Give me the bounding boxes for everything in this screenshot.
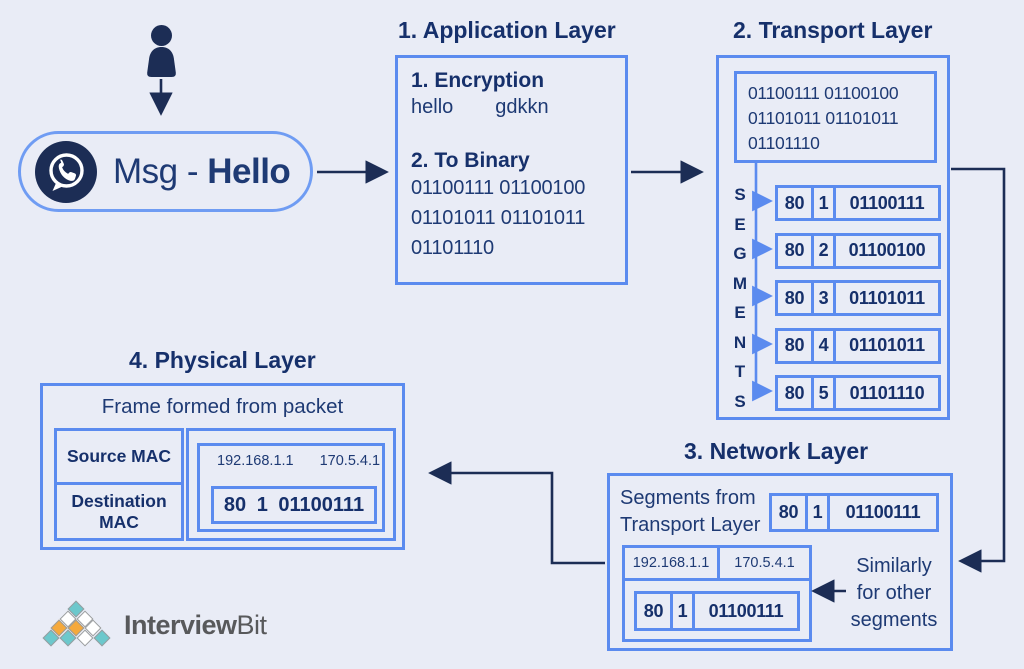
dest-ip: 170.5.4.1	[319, 453, 381, 469]
packet-ip-row: 192.168.1.1 170.5.4.1	[625, 548, 809, 581]
segment-seq: 5	[814, 378, 836, 408]
physical-layer-box: Frame formed from packet Source MAC Dest…	[40, 383, 405, 550]
segments-letter: E	[734, 214, 746, 234]
segment-data: 01100111	[849, 192, 925, 213]
mac-address-box: Source MAC Destination MAC	[54, 428, 184, 541]
binary-line: 01100111 01100100	[748, 83, 899, 103]
transport-binary-box: 01100111 01100100 01101011 01101011 0110…	[734, 71, 937, 163]
message-pill: Msg - Hello	[18, 131, 313, 212]
segments-letter: G	[733, 244, 747, 264]
frame-payload-box: 192.168.1.1 170.5.4.1 80 1 01100111	[186, 428, 396, 541]
segment-port: 80	[772, 496, 808, 529]
source-mac-label: Source MAC	[57, 431, 181, 485]
network-packet-box: 192.168.1.1 170.5.4.1 80 1 01100111	[622, 545, 812, 642]
segment-data: 01100111	[708, 600, 784, 621]
segment-seq: 3	[814, 283, 836, 313]
network-layer-box: Segments from Transport Layer 80 1 01100…	[607, 473, 953, 651]
network-segment-box: 80 1 01100111	[769, 493, 939, 532]
plain-text: hello	[411, 96, 454, 118]
binary-line: 01100111 01100100	[411, 177, 586, 199]
source-ip: 192.168.1.1	[217, 453, 294, 469]
interviewbit-logo: InterviewBit	[40, 600, 280, 652]
segment-seq: 1	[673, 594, 695, 628]
segments-letter: S	[734, 391, 746, 411]
physical-layer-title: 4. Physical Layer	[129, 347, 316, 373]
segment-data: 01101011	[849, 287, 925, 308]
message-text: Msg - Hello	[113, 151, 291, 191]
segment-seq: 1	[808, 496, 830, 529]
arrow-network-to-physical	[428, 461, 605, 565]
segment-seq: 4	[814, 330, 836, 361]
segment-data: 01101011	[849, 335, 925, 355]
application-layer-box: 1. Encryption hello gdkkn 2. To Binary 0…	[395, 55, 628, 285]
segment-data: 01101110	[849, 382, 925, 403]
encryption-heading: 1. Encryption	[411, 69, 545, 92]
encrypted-text: gdkkn	[495, 96, 549, 118]
segments-from-note: Segments from Transport Layer	[620, 487, 761, 536]
similarly-note: Similarly for other segments	[850, 555, 938, 631]
binary-line: 01101011 01101011	[411, 207, 586, 229]
segments-letter: T	[734, 362, 746, 382]
binary-heading: 2. To Binary	[411, 149, 530, 172]
packet-segment-box: 80 1 01100111	[634, 591, 800, 631]
transport-layer-title: 2. Transport Layer	[733, 17, 933, 43]
segment-data: 01100100	[848, 240, 926, 260]
packet-segment-box: 80 1 01100111	[211, 486, 377, 524]
segment-port: 80	[778, 330, 814, 361]
frame-heading: Frame formed from packet	[101, 395, 344, 418]
logo-text: InterviewBit	[124, 610, 267, 640]
segment-port: 80	[637, 594, 673, 628]
network-layer-title: 3. Network Layer	[684, 438, 869, 464]
segment-port: 80	[778, 188, 814, 218]
transport-layer-box: 01100111 01100100 01101011 01101011 0110…	[716, 55, 950, 420]
whatsapp-icon	[35, 140, 97, 203]
segment-port: 80	[778, 283, 814, 313]
segment-seq: 2	[814, 235, 836, 266]
binary-line: 01101110	[748, 133, 820, 153]
dest-ip: 170.5.4.1	[734, 555, 795, 571]
application-layer-title: 1. Application Layer	[398, 17, 616, 43]
arrow-transport-to-network	[951, 167, 1006, 573]
segments-letter: E	[734, 303, 746, 323]
physical-packet-box: 192.168.1.1 170.5.4.1 80 1 01100111	[197, 443, 385, 532]
segment-port: 80	[778, 378, 814, 408]
segments-letter: M	[732, 273, 748, 293]
logo-pyramid-icon	[40, 600, 114, 652]
segment-data: 01100111	[845, 502, 921, 522]
dest-mac-label: Destination MAC	[71, 490, 167, 532]
source-ip: 192.168.1.1	[625, 548, 720, 578]
segment-port: 80	[778, 235, 814, 266]
segments-letter: S	[734, 185, 746, 204]
message-value: Hello	[207, 151, 291, 191]
segment-seq: 1	[814, 188, 836, 218]
packet-ip-row: 192.168.1.1 170.5.4.1	[200, 446, 382, 469]
person-icon	[147, 25, 176, 77]
binary-line: 01101110	[411, 237, 494, 259]
binary-line: 01101011 01101011	[748, 108, 899, 128]
segments-letter: N	[733, 332, 747, 352]
